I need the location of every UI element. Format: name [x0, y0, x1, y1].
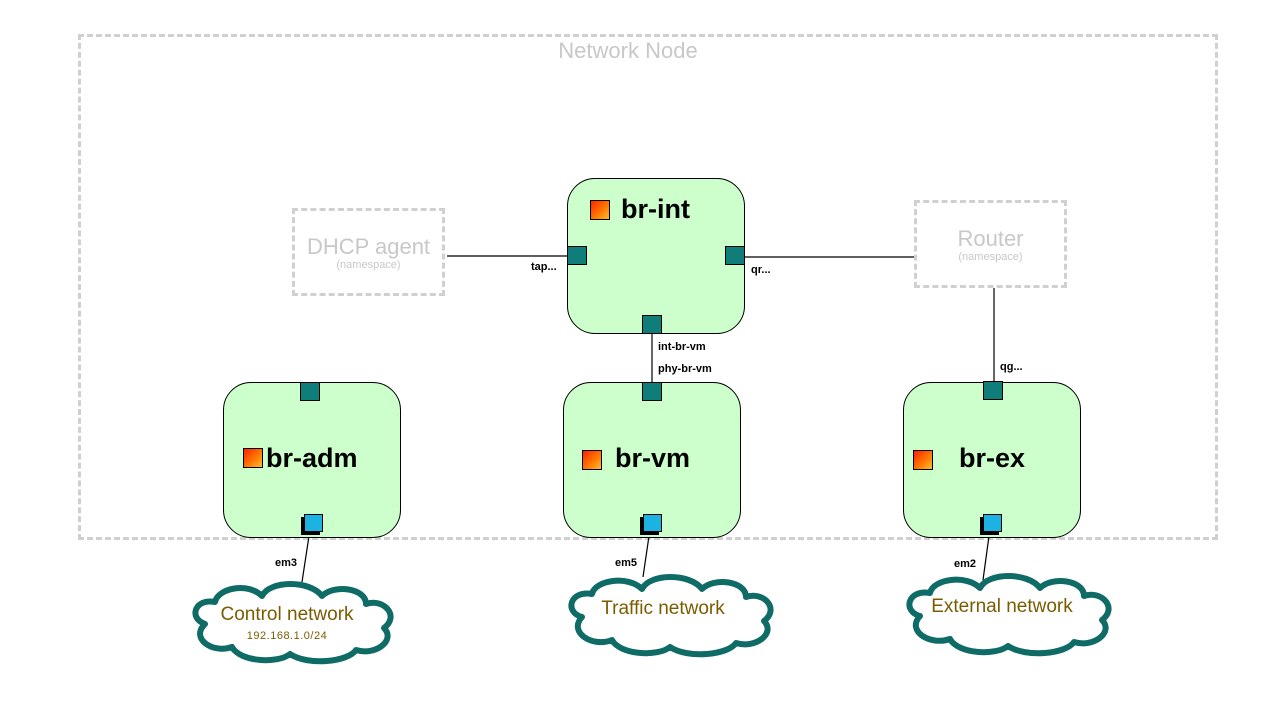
port-qr	[725, 246, 745, 265]
network-node-boundary	[78, 34, 1218, 540]
port-label-phy-br-vm: phy-br-vm	[658, 363, 712, 375]
external-network-label: External network	[931, 596, 1073, 617]
port-int-br-vm	[642, 315, 662, 334]
port-label-tap: tap...	[531, 261, 557, 273]
link-em3	[301, 535, 310, 583]
port-phy-br-vm	[642, 382, 662, 401]
dhcp-agent-title: DHCP agent	[306, 234, 431, 259]
port-br-adm-top	[300, 382, 320, 401]
bridge-br-int-label: br-int	[621, 194, 690, 224]
bridge-icon	[243, 448, 263, 468]
bridge-br-ex-label: br-ex	[959, 443, 1026, 473]
dhcp-agent-subtitle: (namespace)	[336, 259, 401, 271]
network-node-title: Network Node	[558, 38, 698, 63]
cloud-control-network	[192, 581, 394, 665]
bridge-br-vm-label: br-vm	[615, 443, 691, 473]
physical-port-em3	[301, 514, 323, 535]
bridge-icon	[582, 450, 602, 470]
traffic-network-label: Traffic network	[601, 598, 725, 619]
control-network-label: Control network	[220, 604, 354, 625]
cloud-external-network	[906, 573, 1112, 657]
port-qg	[983, 381, 1003, 400]
port-label-em3: em3	[275, 557, 298, 569]
physical-port-em5	[640, 514, 662, 535]
router-title: Router	[957, 226, 1024, 251]
bridge-icon	[590, 200, 610, 220]
port-label-int-br-vm: int-br-vm	[658, 341, 706, 353]
port-label-qr: qr...	[751, 264, 771, 276]
dhcp-agent-namespace: DHCP agent (namespace)	[292, 208, 445, 296]
router-subtitle: (namespace)	[958, 251, 1023, 263]
port-label-em2: em2	[954, 558, 977, 570]
cloud-traffic-network	[568, 574, 774, 658]
router-namespace: Router (namespace)	[914, 200, 1067, 288]
port-label-em5: em5	[615, 557, 638, 569]
bridge-icon	[913, 450, 933, 470]
port-tap	[567, 246, 587, 265]
link-em2	[982, 535, 990, 581]
bridge-br-adm-label: br-adm	[266, 443, 358, 473]
port-label-qg: qg...	[1000, 361, 1023, 373]
physical-port-em2	[980, 514, 1002, 535]
control-network-subnet: 192.168.1.0/24	[246, 630, 328, 642]
link-em5	[642, 535, 650, 578]
